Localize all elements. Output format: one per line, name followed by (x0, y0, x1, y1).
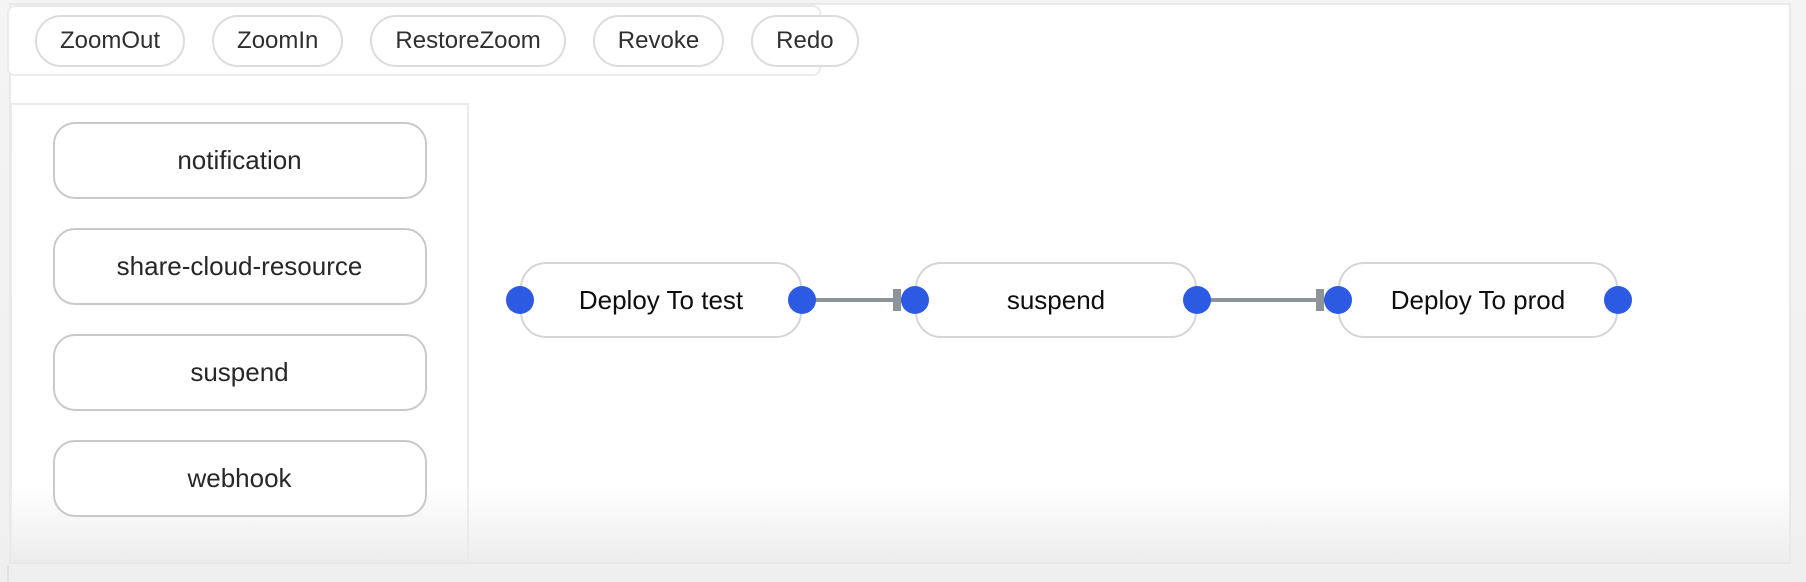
node-palette: notification share-cloud-resource suspen… (10, 103, 469, 562)
node-label: Deploy To test (578, 284, 744, 315)
edge-test-to-suspend[interactable] (814, 298, 902, 302)
node-label: suspend (1006, 284, 1106, 315)
palette-item-notification[interactable]: notification (52, 122, 427, 199)
output-port[interactable] (1604, 286, 1632, 314)
node-deploy-to-prod[interactable]: Deploy To prod (1338, 262, 1618, 338)
palette-item-suspend[interactable]: suspend (52, 334, 427, 411)
edge-arrow-marker (893, 289, 901, 311)
palette-item-share-cloud-resource[interactable]: share-cloud-resource (52, 228, 427, 305)
restore-zoom-button[interactable]: RestoreZoom (370, 14, 566, 67)
revoke-button[interactable]: Revoke (592, 14, 725, 67)
zoom-in-button[interactable]: ZoomIn (212, 14, 344, 67)
toolbar: ZoomOut ZoomIn RestoreZoom Revoke Redo (7, 5, 859, 76)
input-port[interactable] (1324, 286, 1352, 314)
edge-suspend-to-prod[interactable] (1209, 298, 1325, 302)
edge-arrow-marker (1316, 289, 1324, 311)
input-port[interactable] (506, 286, 534, 314)
output-port[interactable] (788, 286, 816, 314)
node-deploy-to-test[interactable]: Deploy To test (520, 262, 802, 338)
input-port[interactable] (901, 286, 929, 314)
zoom-out-button[interactable]: ZoomOut (35, 14, 186, 67)
palette-item-webhook[interactable]: webhook (52, 440, 427, 517)
output-port[interactable] (1183, 286, 1211, 314)
node-label: Deploy To prod (1390, 284, 1566, 315)
bottom-panel-edge (7, 565, 9, 582)
redo-button[interactable]: Redo (751, 14, 859, 67)
node-suspend[interactable]: suspend (915, 262, 1197, 338)
